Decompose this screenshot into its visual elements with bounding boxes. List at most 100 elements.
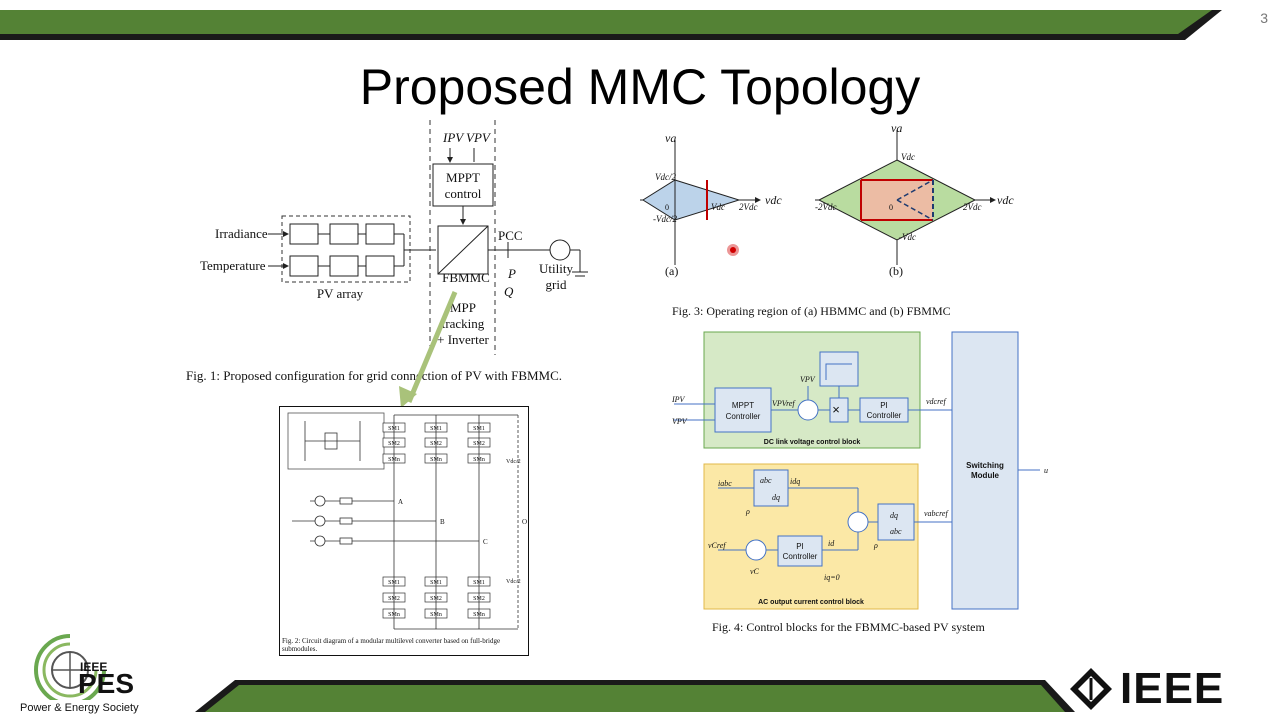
fig3a-label: (a) bbox=[665, 264, 678, 278]
fig4-mppt-2: Controller bbox=[726, 412, 761, 421]
fig1-utility-label: Utility bbox=[539, 261, 573, 276]
fig1-pv-array-label: PV array bbox=[317, 286, 364, 301]
fig2-sm-label: SMn bbox=[430, 457, 442, 463]
fig3b-va: va bbox=[891, 121, 902, 135]
fig4-vpv-in: VPV bbox=[800, 375, 816, 384]
pes-text: PES bbox=[78, 668, 135, 699]
fig1-grid-label: grid bbox=[546, 277, 567, 292]
fig3b-vdc-tick: Vdc bbox=[901, 152, 915, 162]
fig2-sm-label: SM2 bbox=[430, 441, 442, 447]
fig4-vc: vC bbox=[750, 567, 760, 576]
fig3a-vdc: vdc bbox=[765, 193, 782, 207]
fig1-p-label: P bbox=[507, 266, 516, 281]
fig3a-2vdc: 2Vdc bbox=[739, 202, 758, 212]
ieee-diamond-icon bbox=[1070, 668, 1112, 710]
fig1-mpp-label-2: tracking bbox=[442, 316, 485, 331]
fig4-dq-top: dq bbox=[772, 493, 780, 502]
fig2-caption-2: submodules. bbox=[282, 645, 318, 653]
fig2-sm-label: SM1 bbox=[388, 426, 400, 432]
fig2-sm-label: SM1 bbox=[388, 580, 400, 586]
fig4-id: id bbox=[828, 539, 835, 548]
fig4-control-blocks: × MPPT Controller PI Controller PI Contr… bbox=[671, 331, 1048, 610]
pes-ieee-text: IEEE bbox=[80, 660, 108, 674]
bottom-banner-bar bbox=[195, 680, 1075, 712]
fig4-ac-block-label: AC output current control block bbox=[758, 599, 864, 606]
fig3a-vdc-half: Vdc/2 bbox=[655, 172, 676, 182]
fig4-vdc-ref: vdcref bbox=[926, 397, 947, 406]
fig3b-zero: 0 bbox=[889, 203, 893, 212]
fig2-sm-label: SM2 bbox=[388, 596, 400, 602]
fig3a-va: va bbox=[665, 131, 676, 145]
fig4-abc-right: abc bbox=[890, 527, 902, 536]
fig3b-label: (b) bbox=[889, 264, 903, 278]
fig4-dq-right: dq bbox=[890, 511, 898, 520]
fig2-sm-label: SMn bbox=[388, 457, 400, 463]
fig2-caption-1: Fig. 2: Circuit diagram of a modular mul… bbox=[282, 637, 501, 645]
fig2-sm-label: SM2 bbox=[388, 441, 400, 447]
fig3-operating-region: va vdc Vdc/2 -Vdc/2 Vdc 2Vdc 0 (a) va vd… bbox=[640, 121, 1014, 278]
fig2-sm-label: SM1 bbox=[430, 580, 442, 586]
fig4-pi-dc-2: Controller bbox=[867, 411, 902, 420]
fig4-pi-ac-2: Controller bbox=[783, 552, 818, 561]
fig4-vc-ref: vCref bbox=[708, 541, 727, 550]
fig2-sm-label: SM1 bbox=[473, 580, 485, 586]
fig1-mppt-label-2: control bbox=[445, 186, 482, 201]
fig2-sm-label: SM1 bbox=[430, 426, 442, 432]
fig3b-2vdc: 2Vdc bbox=[963, 202, 982, 212]
slide-title: Proposed MMC Topology bbox=[359, 59, 921, 115]
fig1-caption: Fig. 1: Proposed configuration for grid … bbox=[186, 368, 563, 383]
fig4-iabc: iabc bbox=[718, 479, 732, 488]
fig1-ipv-label: IPV bbox=[442, 130, 465, 145]
fig1-mppt-label-1: MPPT bbox=[446, 170, 480, 185]
fig4-ipv: IPV bbox=[671, 395, 686, 404]
fig4-vpv: VPV bbox=[672, 417, 688, 426]
fig2-sm-label: SM2 bbox=[430, 596, 442, 602]
fig1-irradiance-label: Irradiance bbox=[215, 226, 268, 241]
fig3-caption: Fig. 3: Operating region of (a) HBMMC an… bbox=[672, 304, 951, 318]
fig2-phase-b: B bbox=[440, 518, 445, 526]
globe-icon bbox=[34, 634, 106, 700]
fig2-vdc2-bottom: Vdc/2 bbox=[506, 579, 521, 585]
fig3b-vdc: vdc bbox=[997, 193, 1014, 207]
fig1-mpp-label-1: MPP bbox=[450, 300, 476, 315]
top-banner-bar bbox=[0, 10, 1222, 40]
fig1-temperature-label: Temperature bbox=[200, 258, 266, 273]
fig4-pi-dc-1: PI bbox=[880, 401, 888, 410]
fig4-caption: Fig. 4: Control blocks for the FBMMC-bas… bbox=[712, 620, 985, 634]
fig2-sm-label: SMn bbox=[473, 612, 485, 618]
fig2-phase-c: C bbox=[483, 538, 488, 546]
fig1-vpv-label: VPV bbox=[466, 130, 492, 145]
fig2-sm-label: SMn bbox=[473, 457, 485, 463]
fig4-rho-1: ρ bbox=[745, 507, 750, 516]
fig1-fbmmc-label: FBMMC bbox=[442, 270, 490, 285]
fig3a-neg-vdc-half: -Vdc/2 bbox=[653, 214, 677, 224]
fig4-dc-block-label: DC link voltage control block bbox=[764, 439, 861, 446]
fig3a-vdc-tick: Vdc bbox=[711, 202, 725, 212]
ieee-wordmark: IEEE bbox=[1120, 664, 1225, 713]
fig4-mppt-1: MPPT bbox=[732, 401, 754, 410]
fig2-vdc2-top: Vdc/2 bbox=[506, 459, 521, 465]
fig4-switching-2: Module bbox=[971, 471, 1000, 480]
fig3b-neg-vdc: -Vdc bbox=[899, 232, 916, 242]
fig4-vpv-ref: VPVref bbox=[772, 399, 796, 408]
pes-society-text: Power & Energy Society bbox=[20, 702, 139, 714]
fig2-circuit-diagram: A B C O Vdc/2 Vdc/2 SM1SM2SMnSM1SM2SMnSM… bbox=[287, 412, 527, 630]
fig4-idq: idq bbox=[790, 477, 800, 486]
fig1-q-label: Q bbox=[504, 284, 514, 299]
ieee-pes-logo: IEEE PES Power & Energy Society bbox=[18, 630, 188, 716]
fig1-pcc-label: PCC bbox=[498, 228, 523, 243]
fig4-vabc-ref: vabcref bbox=[924, 509, 949, 518]
slide-number: 3 bbox=[1260, 10, 1268, 26]
callout-arrow bbox=[399, 291, 458, 408]
fig4-u: u bbox=[1044, 466, 1048, 475]
fig4-abc-top: abc bbox=[760, 476, 772, 485]
fig2-sm-label: SMn bbox=[388, 612, 400, 618]
svg-text:×: × bbox=[832, 402, 840, 417]
fig4-pi-ac-1: PI bbox=[796, 542, 804, 551]
fig2-phase-a: A bbox=[398, 498, 403, 506]
fig4-iq: iq=0 bbox=[824, 573, 840, 582]
fig3a-zero: 0 bbox=[665, 203, 669, 212]
fig3b-neg-2vdc: -2Vdc bbox=[815, 202, 837, 212]
fig2-sm-label: SMn bbox=[430, 612, 442, 618]
fig2-o-label: O bbox=[522, 518, 527, 526]
